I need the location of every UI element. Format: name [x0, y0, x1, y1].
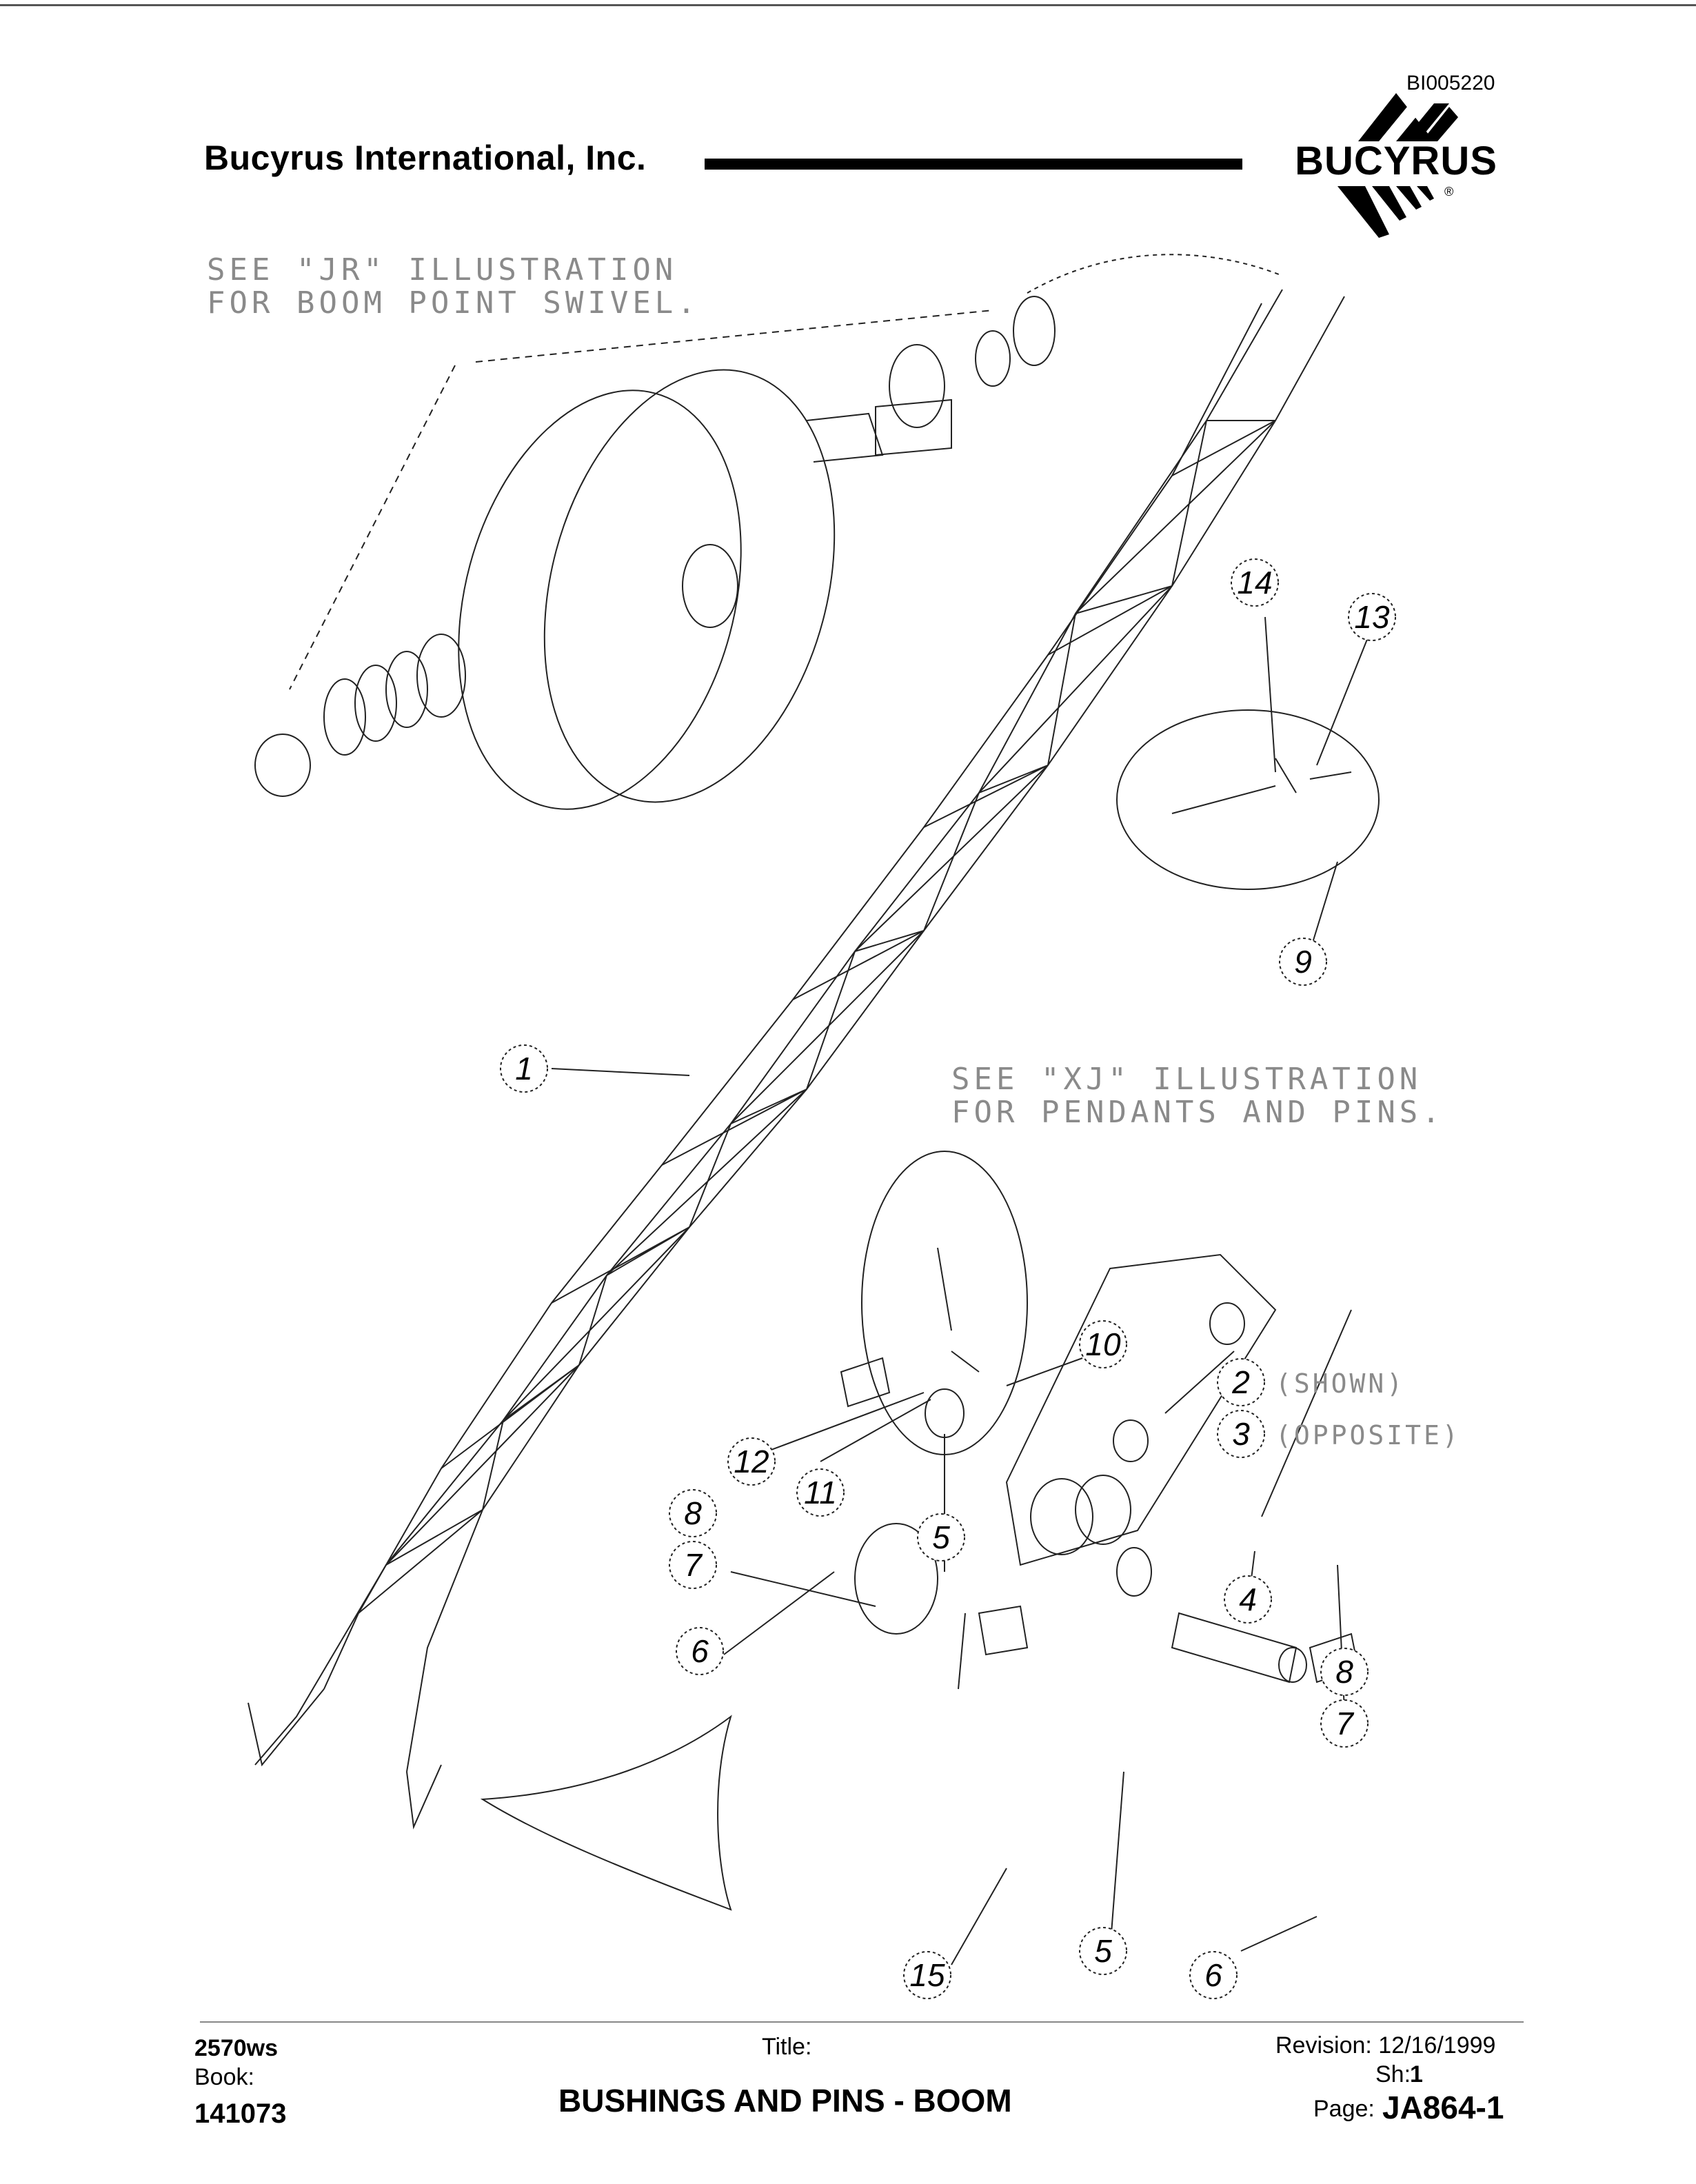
exploded-parts-drawing: SEE "JR" ILLUSTRATION FOR BOOM POINT SWI…: [207, 252, 1461, 1999]
header-rule: [705, 159, 1242, 170]
callout-6-left: 6: [691, 1633, 709, 1669]
callout-15: 15: [909, 1957, 945, 1993]
model-number: 2570ws: [194, 2035, 278, 2061]
bucyrus-logo-icon: [1337, 93, 1458, 238]
callout-2-suffix: (SHOWN): [1275, 1368, 1405, 1399]
callout-1: 1: [515, 1051, 533, 1086]
note-xj-line2: FOR PENDANTS AND PINS.: [951, 1095, 1444, 1130]
drawing-title: BUSHINGS AND PINS - BOOM: [558, 2083, 1012, 2119]
book-label: Book:: [194, 2064, 254, 2090]
page-number: JA864-1: [1382, 2090, 1504, 2125]
document-id: BI005220: [1406, 72, 1495, 94]
callout-9: 9: [1294, 944, 1312, 980]
title-label: Title:: [762, 2034, 812, 2060]
callout-7-right: 7: [1335, 1706, 1354, 1741]
logo-text: BUCYRUS: [1295, 139, 1497, 183]
note-jr-line1: SEE "JR" ILLUSTRATION: [207, 252, 677, 287]
callout-11: 11: [804, 1475, 837, 1510]
note-jr-line2: FOR BOOM POINT SWIVEL.: [207, 285, 700, 321]
top-border-line: [0, 4, 1696, 6]
callout-5-lower: 5: [1094, 1933, 1112, 1969]
callout-8-right: 8: [1335, 1654, 1353, 1690]
callout-3-suffix: (OPPOSITE): [1275, 1420, 1461, 1450]
footer-rule: [200, 2021, 1524, 2023]
callout-2: 2: [1231, 1364, 1250, 1400]
callout-8-left: 8: [684, 1495, 702, 1531]
callout-7-left: 7: [684, 1547, 703, 1583]
revision-date: Revision: 12/16/1999: [1275, 2032, 1496, 2059]
note-xj-line1: SEE "XJ" ILLUSTRATION: [951, 1062, 1422, 1097]
company-name: Bucyrus International, Inc.: [204, 139, 647, 177]
sheet-number: 1: [1410, 2061, 1423, 2087]
callout-4: 4: [1239, 1581, 1257, 1617]
callout-12: 12: [734, 1444, 769, 1479]
callout-13: 13: [1354, 599, 1390, 635]
book-number: 141073: [194, 2099, 287, 2129]
page-label: Page:: [1313, 2096, 1375, 2122]
registered-mark: ®: [1444, 185, 1454, 199]
callout-6-right: 6: [1204, 1957, 1222, 1993]
callout-3: 3: [1232, 1416, 1250, 1452]
sheet-label: Sh:: [1375, 2061, 1411, 2087]
callout-10: 10: [1085, 1326, 1121, 1362]
callout-5-upper: 5: [932, 1519, 950, 1555]
callout-14: 14: [1237, 565, 1272, 600]
